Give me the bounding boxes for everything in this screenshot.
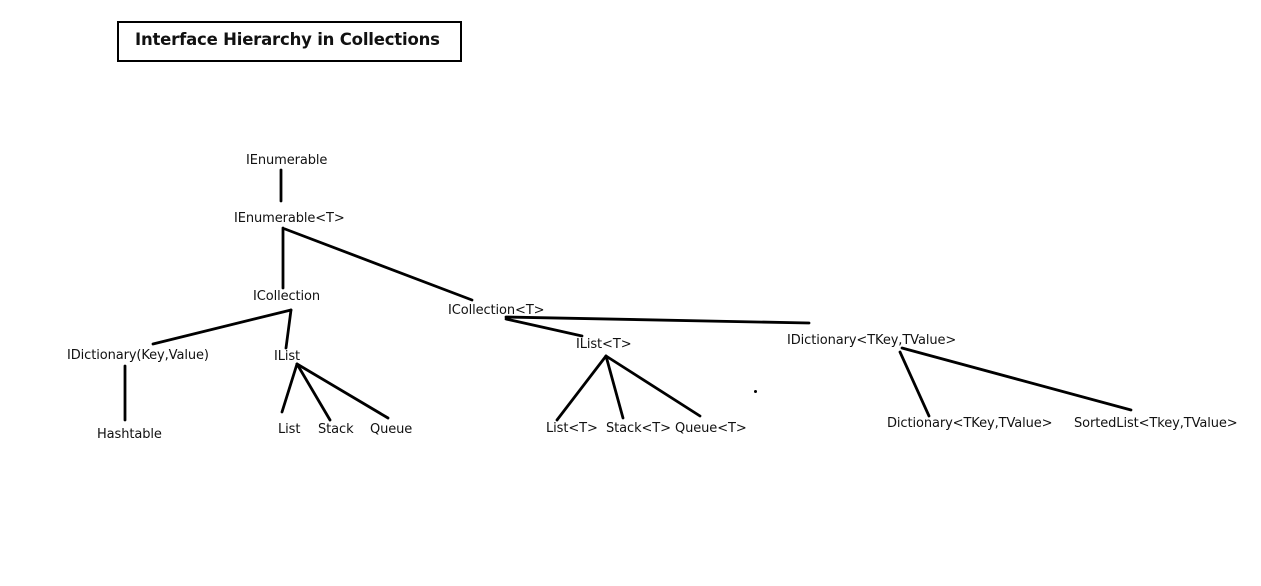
edge-ilist-list <box>280 362 299 414</box>
edge-icollection-t-ilist-t <box>504 317 584 338</box>
edge-ilist-t-list-t <box>555 354 608 422</box>
node-stack: Stack <box>318 422 354 437</box>
node-list-t: List<T> <box>546 421 598 436</box>
node-sortedlist-tkey-tvalue: SortedList<Tkey,TValue> <box>1074 416 1238 431</box>
title-box: Interface Hierarchy in Collections <box>117 21 462 62</box>
node-ilist-t: IList<T> <box>576 337 632 352</box>
edge-idictionary-tkey-tvalue-dictionary-tkey-tvalue <box>898 350 931 418</box>
diagram-title: Interface Hierarchy in Collections <box>135 30 440 49</box>
node-idictionary: IDictionary(Key,Value) <box>67 348 209 363</box>
node-ienumerable: IEnumerable <box>246 153 328 168</box>
node-icollection: ICollection <box>253 289 321 304</box>
edge-ilist-stack <box>295 362 332 422</box>
node-dictionary-tkey-tvalue: Dictionary<TKey,TValue> <box>887 416 1053 431</box>
node-idictionary-tkey-tvalue: IDictionary<TKey,TValue> <box>787 333 957 348</box>
node-list: List <box>278 422 301 437</box>
node-stack-t: Stack<T> <box>606 421 671 436</box>
edge-ilist-t-queue-t <box>604 354 702 418</box>
edge-idictionary-tkey-tvalue-sortedlist-tkey-tvalue <box>900 346 1133 412</box>
node-hashtable: Hashtable <box>97 427 162 442</box>
edge-ienumerable-t-icollection-t <box>283 227 474 302</box>
edge-ilist-t-stack-t <box>604 354 625 420</box>
node-queue-t: Queue<T> <box>675 421 747 436</box>
edge-ilist-queue <box>295 362 390 420</box>
node-icollection-t: ICollection<T> <box>448 303 545 318</box>
stray-dot <box>754 390 757 393</box>
edge-icollection-t-idictionary-tkey-tvalue <box>504 315 811 325</box>
node-ilist: IList <box>274 349 301 364</box>
node-queue: Queue <box>370 422 413 437</box>
edge-icollection-ilist <box>284 308 293 350</box>
node-ienumerable-t: IEnumerable<T> <box>234 211 345 226</box>
edge-icollection-idictionary <box>151 308 293 346</box>
